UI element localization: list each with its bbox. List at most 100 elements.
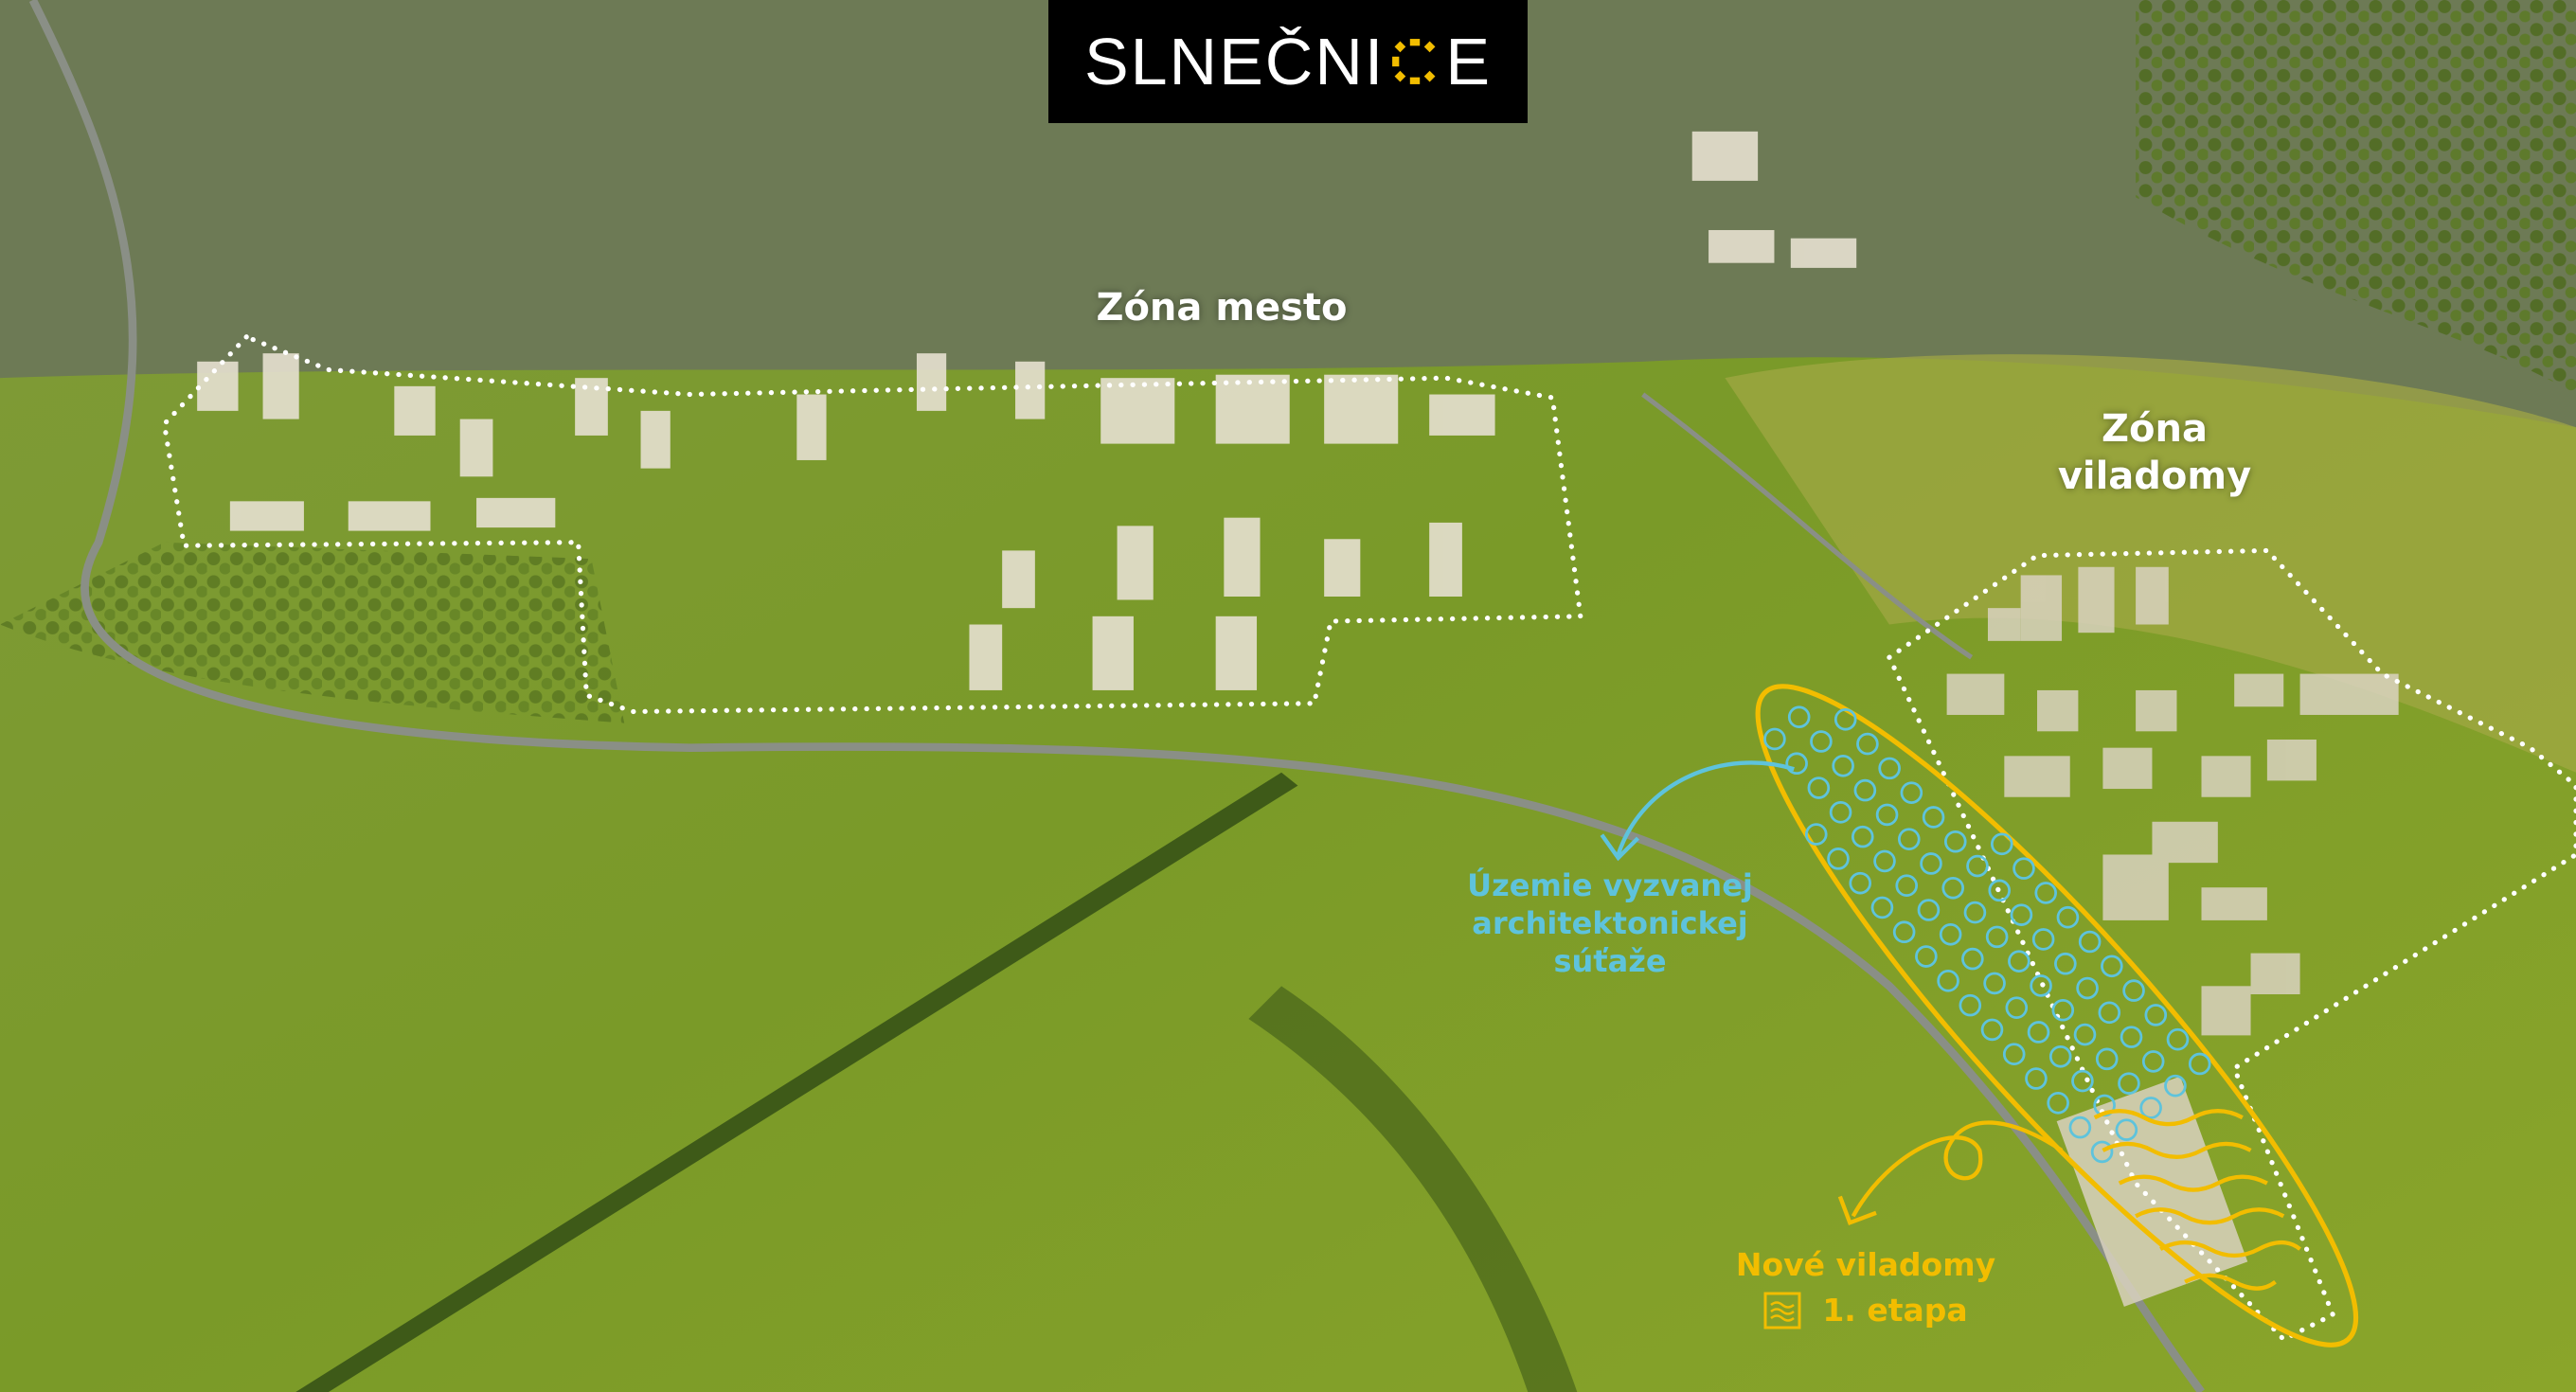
competition-circle [1827, 848, 1850, 870]
competition-circle [2002, 1043, 2026, 1066]
railway [28, 0, 2205, 1392]
competition-circle [2164, 1074, 2187, 1098]
competition-circle [2090, 1140, 2114, 1164]
city-buildings [197, 131, 1857, 690]
competition-circle [2078, 930, 2102, 954]
competition-circle [1787, 705, 1811, 729]
competition-circle [1922, 806, 1945, 829]
competition-circle [2047, 1091, 2069, 1115]
zone-viladomy-label: Zóna viladomy [1970, 405, 2339, 500]
competition-circle [1875, 803, 1899, 827]
competition-circle [1959, 993, 1982, 1017]
competition-circle [2005, 996, 2029, 1019]
competition-circle [1810, 730, 1833, 753]
competition-circle [1832, 755, 1854, 777]
competition-circle [1983, 972, 2006, 995]
sun-icon [1392, 39, 1436, 84]
competition-circle [1980, 1018, 2004, 1042]
competition-circle [1851, 825, 1874, 848]
competition-circle [2144, 1004, 2168, 1026]
competition-arrow [1616, 760, 1795, 856]
competition-circle [2073, 1023, 2097, 1046]
competition-circle [2054, 952, 2077, 975]
competition-circle [1804, 823, 1828, 846]
competition-circle [1897, 828, 1921, 850]
competition-line1: Územie vyzvanej [1467, 867, 1753, 903]
competition-circle [1985, 925, 2009, 949]
competition-circle [1853, 778, 1877, 802]
logo-text-left: SLNEČNI [1083, 25, 1386, 98]
competition-circle [2122, 979, 2145, 1002]
competition-area-circles [1763, 705, 2211, 1164]
competition-circle [2098, 1001, 2121, 1025]
competition-circle [1878, 757, 1901, 780]
competition-circle [1915, 945, 1938, 968]
competition-circle [2141, 1050, 2165, 1073]
zone-mesto-label: Zóna mesto [1096, 286, 1348, 330]
competition-circle [1990, 832, 2013, 856]
competition-circle [2139, 1097, 2162, 1119]
competition-circle [1807, 776, 1831, 799]
competition-circle [2056, 905, 2080, 929]
competition-circle [2030, 974, 2052, 997]
competition-circle [2118, 1072, 2140, 1095]
road [1641, 392, 1974, 660]
competition-circle [1873, 849, 1896, 873]
competition-line2: architektonickej [1472, 905, 1748, 941]
competition-circle [1963, 901, 1987, 924]
villa-buildings [1946, 566, 2399, 1307]
competition-circle [1917, 899, 1941, 921]
competition-circle [1829, 801, 1852, 824]
competition-circle [2051, 998, 2075, 1022]
competition-circle [2115, 1118, 2138, 1141]
competition-area-label: Územie vyzvanej architektonickej súťaže [1421, 866, 1799, 980]
competition-circle [2034, 882, 2057, 904]
competition-circle [2120, 1026, 2143, 1048]
competition-circle [2048, 1044, 2072, 1068]
competition-circle [2071, 1069, 2094, 1093]
slnecnice-logo: SLNEČNI E [1048, 0, 1528, 123]
meadow-right [1725, 354, 2576, 773]
competition-circle [1763, 727, 1786, 751]
competition-circle [2101, 955, 2123, 978]
competition-line3: súťaže [1553, 943, 1667, 979]
waves-icon [1763, 1292, 1801, 1330]
urban-area [0, 0, 2576, 428]
new-villas-arrowhead [1837, 1195, 1877, 1226]
competition-circle [2068, 1115, 2092, 1139]
competition-circle [1849, 871, 1872, 895]
new-villas-line1: Nové viladomy [1735, 1246, 1996, 1283]
competition-circle [2008, 950, 2030, 973]
competition-circle [1900, 781, 1923, 804]
competition-circle [2188, 1052, 2211, 1076]
competition-circle [2027, 1021, 2050, 1044]
tree-line [295, 772, 1298, 1392]
competition-circle [1988, 879, 2012, 902]
competition-area-outline [1755, 684, 2359, 1347]
new-villas-waves [2093, 1109, 2301, 1291]
competition-circle [1943, 830, 1967, 853]
new-villas-label: Nové viladomy 1. etapa [1676, 1242, 2055, 1333]
competition-circle [1966, 854, 1989, 878]
new-villas-line2: 1. etapa [1822, 1292, 1968, 1329]
competition-circle [1920, 852, 1942, 875]
zone-viladomy-line1: Zóna [2102, 407, 2208, 451]
competition-circle [2010, 903, 2033, 926]
forest-left [0, 542, 625, 723]
competition-circle [1834, 707, 1857, 731]
competition-circle [2031, 928, 2055, 951]
competition-circle [1870, 896, 1894, 919]
new-villas-arrow [1851, 1120, 2064, 1218]
logo-text-right: E [1445, 25, 1493, 98]
competition-circle [1785, 752, 1808, 776]
zone-viladomy-outline [1886, 547, 2576, 1343]
tree-line-2 [1248, 986, 1578, 1392]
competition-circle [1892, 920, 1916, 944]
competition-circle [1937, 970, 1959, 992]
competition-circle [1961, 947, 1984, 971]
forest-right [2136, 0, 2576, 395]
competition-circle [1941, 876, 1965, 900]
competition-circle [1939, 922, 1962, 946]
competition-arrowhead [1600, 833, 1640, 862]
